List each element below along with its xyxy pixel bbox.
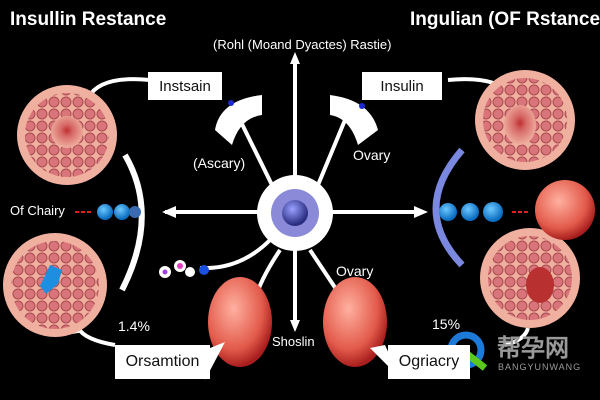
label-ascary: (Ascary) (193, 155, 246, 171)
cell-bottom-left (3, 233, 107, 337)
watermark-text: 帮孕网 (497, 335, 569, 362)
label-percent-right: 15% (432, 316, 461, 332)
small-molecule (159, 260, 209, 278)
label-chairy: Of Chairy (10, 203, 65, 218)
molecule-left (75, 204, 141, 220)
cell-top-right (475, 70, 575, 170)
subtitle: (Rohl (Moand Dyactes) Rastie) (213, 37, 392, 52)
receptor-right (330, 95, 378, 145)
label-box-insulin: Insulin (362, 72, 442, 100)
receptor-left (215, 95, 262, 145)
label-box-orsamtion: Orsamtion (115, 345, 210, 379)
label-box-ogriacry: Ogriacry (388, 345, 470, 379)
cell-bottom-right (480, 228, 580, 328)
sphere-right (535, 180, 595, 240)
molecule-right (439, 202, 530, 222)
label-percent-left: 1.4% (118, 318, 150, 334)
label-box-instsain: Instsain (148, 72, 222, 100)
label-ovary-bottom: Ovary (336, 263, 374, 279)
title-left: Insullin Restance (10, 9, 167, 30)
cell-top-left (17, 85, 117, 185)
label-ovary-top: Ovary (353, 147, 391, 163)
title-right: Ingulian (OF Rstance (410, 9, 600, 30)
watermark-subtext: BANGYUNWANG (498, 362, 582, 372)
ovary-right (323, 277, 387, 367)
center-cell (257, 175, 333, 251)
ovary-left (208, 277, 272, 367)
curved-arrow-right (432, 147, 465, 268)
label-shoslin: Shoslin (272, 334, 315, 349)
